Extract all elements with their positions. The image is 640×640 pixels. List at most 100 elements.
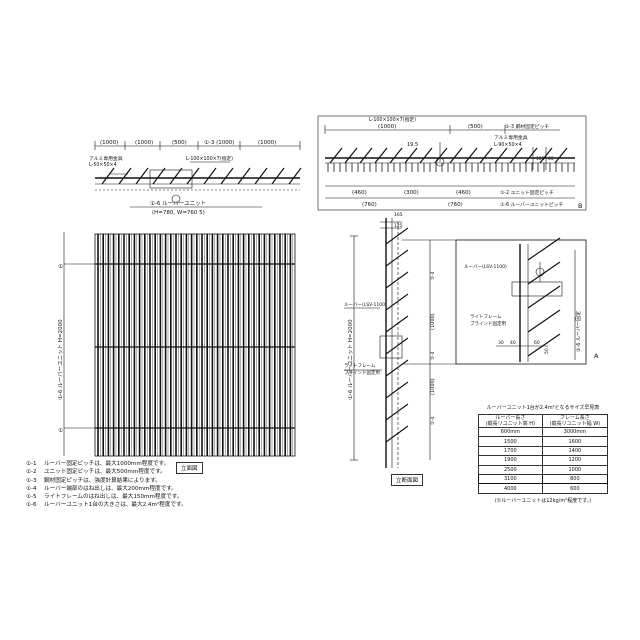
louver-slat — [254, 167, 268, 185]
louver-slat — [527, 237, 561, 261]
louver-slat — [152, 167, 166, 185]
louver-slat — [464, 147, 478, 164]
louver-slat — [203, 167, 217, 185]
louver-slat — [385, 271, 409, 289]
louver-slat — [385, 381, 409, 399]
top-plan-steel-label-2: L-50×50×4 — [89, 162, 117, 168]
note-text: ユニット固定ピッチは、最大500mm程度です。 — [44, 469, 166, 476]
top-plan-dim-5: (1000) — [258, 140, 276, 146]
note-text: ルーバーユニット1台の大きさは、最大2.4m²程度です。 — [44, 502, 187, 509]
table-cell: 1000 — [541, 464, 609, 475]
louver-slat — [385, 315, 409, 333]
table-cell: 1500 — [478, 436, 543, 447]
louver-slat — [509, 147, 523, 164]
louver-slat — [374, 147, 388, 164]
top-plan-dim-2: (1000) — [135, 140, 153, 146]
size-table-caption: ルーバーユニット1台が2.4m²となるサイズ早見表 — [486, 405, 600, 411]
table-cell: 4000 — [478, 483, 543, 494]
table-header-cell: フレーム長さ(縦長リユニット幅 W) — [541, 414, 609, 428]
louver-slat — [527, 309, 561, 333]
detail-a-vertical-label: ①-6 ルーバー固定 — [575, 311, 582, 352]
louver-slat — [186, 167, 200, 185]
detail-b-bottom-dim-2: (300) — [404, 190, 419, 196]
detail-b-dim-1: (1000) — [378, 124, 396, 130]
detail-b-bottom-dim-1: (460) — [352, 190, 367, 196]
table-cell: 3100 — [478, 473, 543, 485]
louver-slat — [385, 337, 409, 355]
section-dim-side-1: (1000) — [430, 313, 436, 330]
section-vertical-label: ①-6 ルーバーユニット H=2000 — [347, 319, 354, 400]
note-text: ルーバー端部のはね出しは、最大200mm程度です。 — [44, 485, 177, 492]
top-plan-dim-1: (1000) — [100, 140, 118, 146]
note-key: ①-2 — [26, 469, 37, 476]
louver-slat — [385, 359, 409, 377]
header-length-sub: (縦長リユニット高 H) — [485, 421, 535, 427]
louver-slat — [524, 147, 538, 164]
louver-slat — [404, 147, 418, 164]
top-plan-bracket-label: L-100×100×7(指定) — [186, 155, 233, 162]
detail-a-frame — [402, 237, 587, 365]
elevation-caption: 立面図 — [176, 462, 203, 474]
louver-slat — [434, 147, 448, 164]
note-key: ①-4 — [26, 485, 37, 492]
louver-slat — [118, 167, 132, 185]
note-text: 鋼材固定ピッチは、強度計算結果によります。 — [44, 477, 161, 484]
louver-slat — [385, 249, 409, 267]
detail-a-unit-label: ルーバー(LSV-1100) — [464, 264, 507, 270]
table-cell: 600mm — [478, 426, 543, 438]
top-plan-dim-4: ①-3 (1000) — [204, 140, 234, 146]
top-plan-dim-3: (500) — [172, 140, 187, 146]
elevation-mark-bottom: ① — [58, 428, 63, 434]
detail-b-bottom-dim-3: (460) — [456, 190, 471, 196]
top-plan-unit-label: ①-6 ルーバーユニット — [150, 200, 206, 207]
note-key: ①-5 — [26, 494, 37, 501]
elevation-view — [63, 232, 296, 457]
table-cell: 1600 — [541, 436, 609, 447]
size-table-grid: ルーバー長さ(縦長リユニット高 H) フレーム長さ(縦長リユニット幅 W) 60… — [478, 414, 609, 494]
louver-slat — [329, 147, 343, 164]
table-cell: 2500 — [478, 464, 543, 475]
note-item: ①-5 ライトフレームのはね出しは、最大150mm程度です。 — [26, 493, 187, 501]
detail-b-dim-vert-2: 65 — [548, 156, 554, 162]
louver-slat — [449, 147, 463, 164]
louver-slat — [101, 167, 115, 185]
detail-a-frame-label-2: ブラインド固定用 — [470, 320, 506, 327]
detail-b-dim-small: 19.5 — [407, 142, 418, 148]
detail-b-bottom-dim-5: (760) — [448, 202, 463, 208]
section-top-dim-1: 165 — [394, 212, 403, 218]
detail-b-mark: B — [578, 202, 582, 210]
louver-slat — [389, 147, 403, 164]
section-dim-side-2: (1000) — [430, 378, 436, 395]
note-key: ①-6 — [26, 502, 37, 509]
detail-b-dim-vert-1: 125 — [536, 156, 545, 162]
detail-a-frame-label-1: ライトフレーム — [470, 314, 502, 320]
detail-b-bracket-label: L-100×100×7(指定) — [369, 116, 416, 123]
louver-slat — [169, 167, 183, 185]
note-key: ①-3 — [26, 477, 37, 484]
section-unit-label: ルーバー(LSV-1100) — [344, 302, 387, 308]
top-plan-unit-size: (H=780, W=760 5) — [152, 210, 205, 216]
louver-slat — [237, 167, 251, 185]
header-length: ルーバー長さ — [495, 415, 526, 421]
detail-b-steel-label-1: アルミ専用金具 — [494, 134, 528, 141]
section-mark-2: ①-4 — [430, 351, 436, 360]
note-text: ルーバー固定ピッチは、最大1000mm程度です。 — [44, 461, 170, 467]
table-cell: 1900 — [478, 455, 543, 466]
louver-slat — [419, 147, 433, 164]
table-cell: 800 — [541, 473, 609, 485]
table-header-row: ルーバー長さ(縦長リユニット高 H) フレーム長さ(縦長リユニット幅 W) — [478, 414, 609, 428]
note-item: ①-2 ユニット固定ピッチは、最大500mm程度です。 — [26, 468, 187, 476]
note-text: ライトフレームのはね出しは、最大150mm程度です。 — [44, 494, 183, 501]
top-plan-view — [94, 141, 302, 208]
table-cell: 3000mm — [541, 426, 609, 438]
section-caption: 立断面図 — [391, 474, 424, 486]
table-cell: 1400 — [541, 445, 609, 457]
